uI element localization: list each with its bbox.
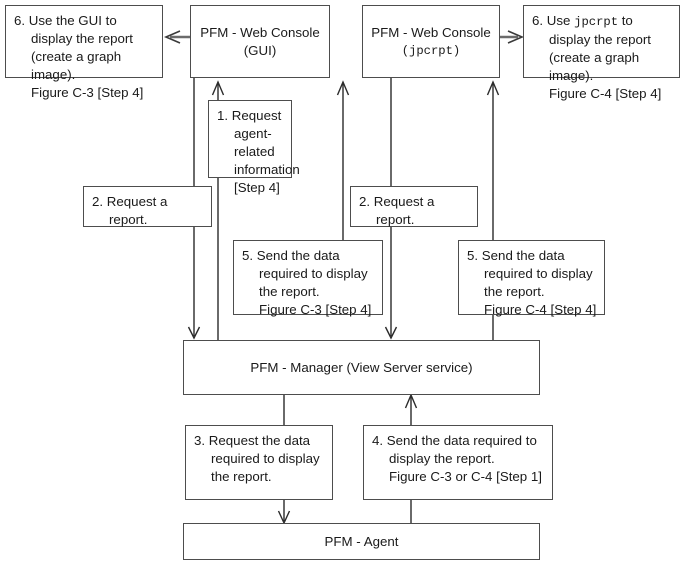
note-step1-text: 1. Request agent-related information [St…	[217, 108, 300, 195]
note-step2-request-report-left: 2. Request a report.	[83, 186, 212, 227]
edge-jpcrpt-to-note-step6	[500, 30, 525, 44]
console-jpcrpt-line2: (jpcrpt)	[401, 43, 461, 58]
note-step3-text: 3. Request the data required to display …	[194, 433, 320, 484]
note-step3-request-data: 3. Request the data required to display …	[185, 425, 333, 500]
note-step6-jpcrpt-prefix: 6. Use	[532, 13, 575, 28]
edge-gui-to-note-step6	[163, 30, 190, 44]
note-step4-text: 4. Send the data required to display the…	[372, 433, 542, 484]
note-step4-send-data: 4. Send the data required to display the…	[363, 425, 553, 500]
console-gui-line1: PFM - Web Console	[200, 24, 320, 40]
node-pfm-agent: PFM - Agent	[183, 523, 540, 560]
node-pfm-web-console-gui: PFM - Web Console (GUI)	[190, 5, 330, 78]
manager-label: PFM - Manager (View Server service)	[250, 359, 473, 375]
console-gui-line2: (GUI)	[243, 42, 277, 58]
note-step6-jpcrpt-text: 6. Use jpcrpt to display the report (cre…	[532, 12, 672, 103]
note-step6-jpcrpt-mono: jpcrpt	[574, 15, 619, 29]
node-pfm-manager: PFM - Manager (View Server service)	[183, 340, 540, 395]
agent-label: PFM - Agent	[324, 533, 399, 549]
console-jpcrpt-line1: PFM - Web Console	[371, 24, 491, 40]
note-step6-jpcrpt: 6. Use jpcrpt to display the report (cre…	[523, 5, 680, 101]
note-step5-left-text: 5. Send the data required to display the…	[242, 248, 372, 317]
note-step6-gui: 6. Use the GUI to display the report (cr…	[5, 5, 163, 100]
note-step2-left-text: 2. Request a report.	[92, 194, 168, 227]
note-step5-send-data-right: 5. Send the data required to display the…	[458, 240, 605, 317]
note-step1-request-agent-info: 1. Request agent-related information [St…	[208, 100, 300, 195]
note-step6-jpcrpt-suffix: to display the report (create a graph im…	[549, 13, 662, 101]
note-step5-send-data-left: 5. Send the data required to display the…	[233, 240, 383, 317]
node-pfm-web-console-jpcrpt: PFM - Web Console (jpcrpt)	[362, 5, 500, 78]
note-step5-right-text: 5. Send the data required to display the…	[467, 248, 597, 317]
note-step2-right-text: 2. Request a report.	[359, 194, 435, 227]
edge-step5-left-to-gui	[336, 80, 350, 265]
note-step2-request-report-right: 2. Request a report.	[350, 186, 478, 227]
note-step6-gui-text: 6. Use the GUI to display the report (cr…	[14, 13, 144, 100]
